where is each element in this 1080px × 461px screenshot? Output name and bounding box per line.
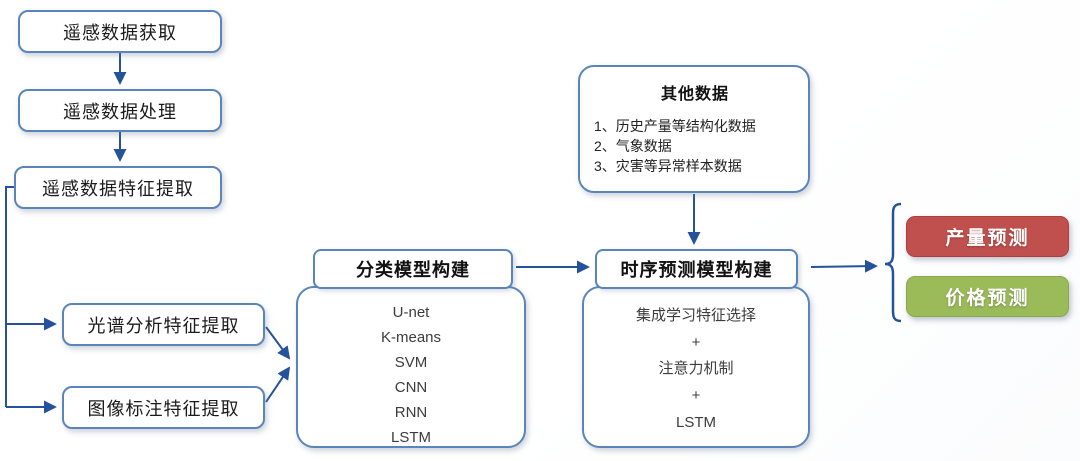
- timeseries-model-title: 时序预测模型构建: [595, 249, 798, 289]
- timeseries-item-ensemble: 集成学习特征选择: [635, 306, 756, 324]
- branch-spectral-feature-extraction: 光谱分析特征提取: [62, 303, 265, 346]
- other-data-item-1: 1、历史产量等结构化数据: [594, 118, 756, 134]
- classification-item-unet: U-net: [392, 304, 430, 321]
- classification-model-container: U-net K-means SVM CNN RNN LSTM: [296, 286, 526, 448]
- arrow-annotation-to-classification: [265, 366, 291, 403]
- step-remote-sensing-feature-extraction: 遥感数据特征提取: [14, 166, 222, 209]
- timeseries-item-attention: 注意力机制: [658, 360, 734, 378]
- plus-sign-1: +: [691, 333, 701, 351]
- step-remote-sensing-processing: 遥感数据处理: [18, 89, 222, 132]
- classification-item-cnn: CNN: [394, 379, 428, 396]
- arrow-timeseries-to-brace: [810, 259, 878, 273]
- line-step3-left-drop: [5, 186, 15, 407]
- classification-item-svm: SVM: [394, 354, 428, 371]
- output-price-prediction: 价格预测: [906, 276, 1069, 317]
- plus-sign-2: +: [691, 387, 701, 405]
- arrow-spectral-to-classification: [265, 326, 291, 360]
- branch-image-annotation-feature-extraction: 图像标注特征提取: [62, 386, 265, 429]
- classification-item-rnn: RNN: [394, 404, 428, 421]
- output-brace: [884, 202, 902, 323]
- other-data-item-2: 2、气象数据: [594, 138, 672, 154]
- timeseries-model-container: 集成学习特征选择 + 注意力机制 + LSTM: [582, 286, 810, 448]
- other-data-title: 其他数据: [660, 86, 729, 103]
- other-data-box: 其他数据 1、历史产量等结构化数据 2、气象数据 3、灾害等异常样本数据: [578, 65, 810, 193]
- step-remote-sensing-acquisition: 遥感数据获取: [18, 10, 222, 53]
- other-data-item-3: 3、灾害等异常样本数据: [594, 158, 742, 174]
- classification-item-kmeans: K-means: [380, 329, 442, 346]
- timeseries-item-lstm: LSTM: [675, 414, 716, 432]
- classification-item-lstm: LSTM: [390, 429, 431, 446]
- output-yield-prediction: 产量预测: [906, 216, 1069, 257]
- classification-model-title: 分类模型构建: [313, 249, 513, 289]
